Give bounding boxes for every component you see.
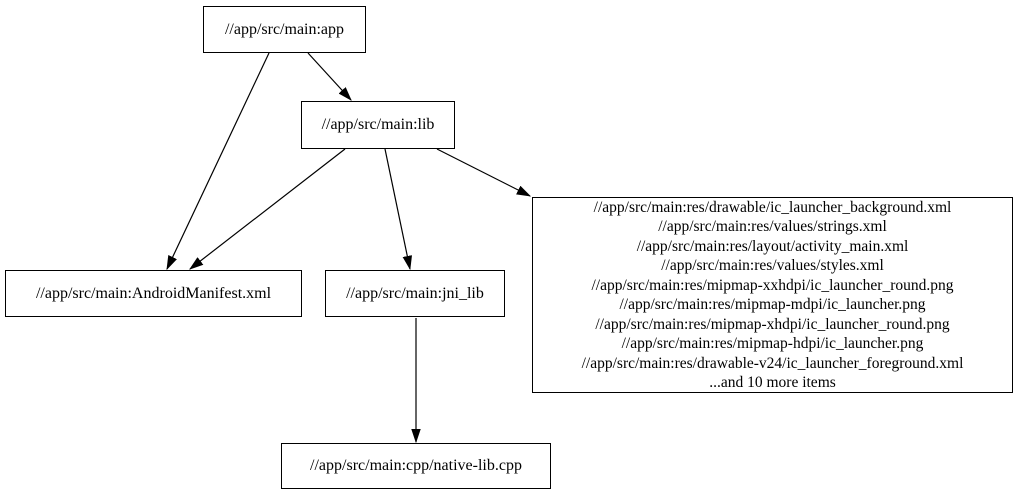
node-jni-lib: //app/src/main:jni_lib	[325, 270, 505, 317]
resource-item: //app/src/main:res/drawable/ic_launcher_…	[593, 198, 952, 216]
resource-items-overflow-note: ...and 10 more items	[709, 374, 836, 391]
edge-lib-to-resources	[436, 148, 532, 197]
resource-item: //app/src/main:res/mipmap-xhdpi/ic_launc…	[595, 315, 950, 333]
resource-item: //app/src/main:res/values/styles.xml	[661, 257, 884, 274]
edge-lib-to-jni-lib	[384, 148, 413, 271]
node-android-manifest-label: //app/src/main:AndroidManifest.xml	[35, 284, 272, 302]
resource-item: //app/src/main:res/values/strings.xml	[658, 218, 887, 235]
resource-item: //app/src/main:res/mipmap-xxhdpi/ic_laun…	[591, 276, 954, 294]
node-app-label: //app/src/main:app	[224, 20, 345, 38]
node-lib: //app/src/main:lib	[301, 101, 455, 149]
edge-app-to-lib	[307, 52, 352, 101]
node-lib-label: //app/src/main:lib	[321, 116, 435, 134]
edge-app-to-androidmanifest	[166, 52, 270, 271]
node-native-lib-cpp-label: //app/src/main:cpp/native-lib.cpp	[310, 457, 522, 475]
resource-item: //app/src/main:res/mipmap-mdpi/ic_launch…	[619, 296, 926, 313]
node-android-manifest: //app/src/main:AndroidManifest.xml	[5, 270, 302, 317]
node-resources-group: //app/src/main:res/drawable/ic_launcher_…	[532, 197, 1013, 393]
node-app: //app/src/main:app	[203, 6, 366, 53]
resource-item: //app/src/main:res/layout/activity_main.…	[636, 237, 909, 255]
node-native-lib-cpp: //app/src/main:cpp/native-lib.cpp	[281, 443, 551, 489]
resource-item: //app/src/main:res/mipmap-hdpi/ic_launch…	[621, 335, 924, 352]
edge-lib-to-androidmanifest	[189, 148, 346, 270]
node-jni-lib-label: //app/src/main:jni_lib	[346, 284, 484, 302]
resource-item: //app/src/main:res/drawable-v24/ic_launc…	[581, 354, 964, 372]
